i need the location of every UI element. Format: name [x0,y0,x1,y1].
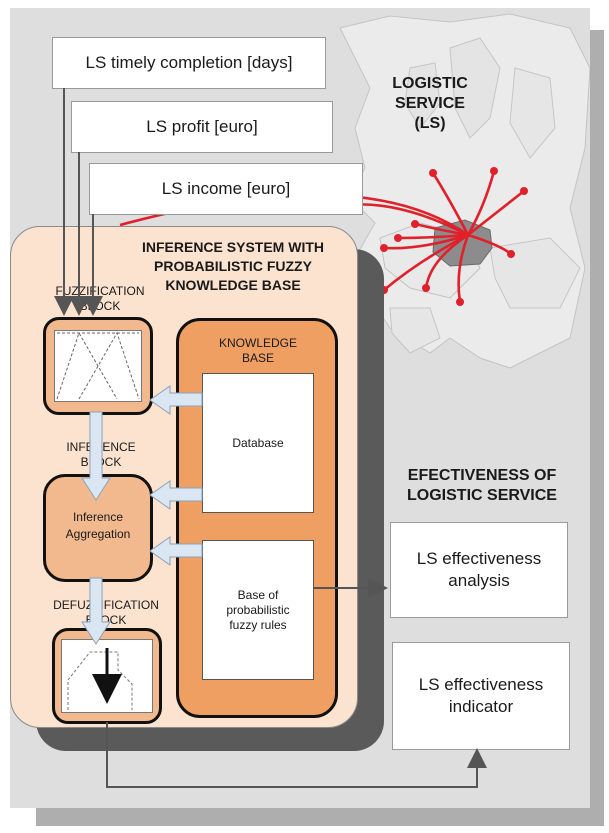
input-profit-label: LS profit [euro] [146,117,258,136]
inference-title-line-3: KNOWLEDGE BASE [165,277,301,293]
defuzzification-block [52,628,162,724]
input-timely-completion-label: LS timely completion [days] [85,53,293,72]
fuzzy-rules-line-3: fuzzy rules [229,617,287,632]
knowledge-base-title-line-1: KNOWLEDGE [218,336,297,350]
inference-system-title: INFERENCE SYSTEM WITH PROBABILISTIC FUZZ… [118,238,348,295]
inference-label-line-2: BLOCK [80,455,122,469]
defuzzification-curve-icon [67,651,133,710]
knowledge-base-title-line-2: BASE [241,351,274,365]
defuzzification-label: DEFUZZIFICATION BLOCK [38,598,174,628]
indicator-line-2: indicator [448,697,514,716]
effectiveness-heading: EFECTIVENESS OF LOGISTIC SERVICE [392,466,572,506]
effectiveness-heading-line-1: EFECTIVENESS OF [407,467,557,484]
fuzzification-label-line-2: BLOCK [79,299,121,313]
logistic-service-heading: LOGISTIC SERVICE (LS) [380,74,480,134]
indicator-line-1: LS effectiveness [418,675,544,694]
database-box: Database [202,373,314,513]
fuzzification-chart [54,330,142,402]
fuzzy-rules-line-1: Base of [237,587,279,602]
defuzzification-label-line-1: DEFUZZIFICATION [53,598,159,612]
effectiveness-indicator-box: LS effectiveness indicator [392,642,570,750]
input-profit: LS profit [euro] [71,101,333,153]
inference-aggregation-block: Inference Aggregation [43,474,153,582]
fuzzification-label-line-1: FUZZIFICATION [55,284,145,298]
inference-aggregation-line-1: Inference [72,510,124,524]
analysis-line-2: analysis [448,571,510,590]
knowledge-base-title: KNOWLEDGE BASE [200,336,316,366]
effectiveness-heading-line-2: LOGISTIC SERVICE [407,487,557,504]
inference-label-line-1: INFERENCE [66,440,136,454]
analysis-line-1: LS effectiveness [416,549,542,568]
defuzzification-chart [61,639,153,713]
fuzzy-rules-line-2: probabilistic [226,602,290,617]
membership-functions-icon [56,331,140,400]
inference-aggregation-line-2: Aggregation [65,527,131,541]
inference-title-line-1: INFERENCE SYSTEM WITH [141,239,324,255]
input-timely-completion: LS timely completion [days] [52,37,326,89]
input-income: LS income [euro] [89,163,363,215]
logistic-service-line-2: SERVICE (LS) [395,95,465,132]
inference-aggregation-text: Inference Aggregation [46,509,150,543]
effectiveness-analysis-box: LS effectiveness analysis [390,522,568,618]
fuzzy-rules-box: Base of probabilistic fuzzy rules [202,540,314,680]
inference-block-label: INFERENCE BLOCK [46,440,156,470]
inference-title-line-2: PROBABILISTIC FUZZY [154,258,312,274]
input-income-label: LS income [euro] [161,179,291,198]
defuzzification-label-line-2: BLOCK [85,613,127,627]
fuzzification-block [43,317,153,415]
logistic-service-line-1: LOGISTIC [392,75,468,92]
fuzzification-label: FUZZIFICATION BLOCK [40,284,160,314]
database-label: Database [232,435,284,450]
